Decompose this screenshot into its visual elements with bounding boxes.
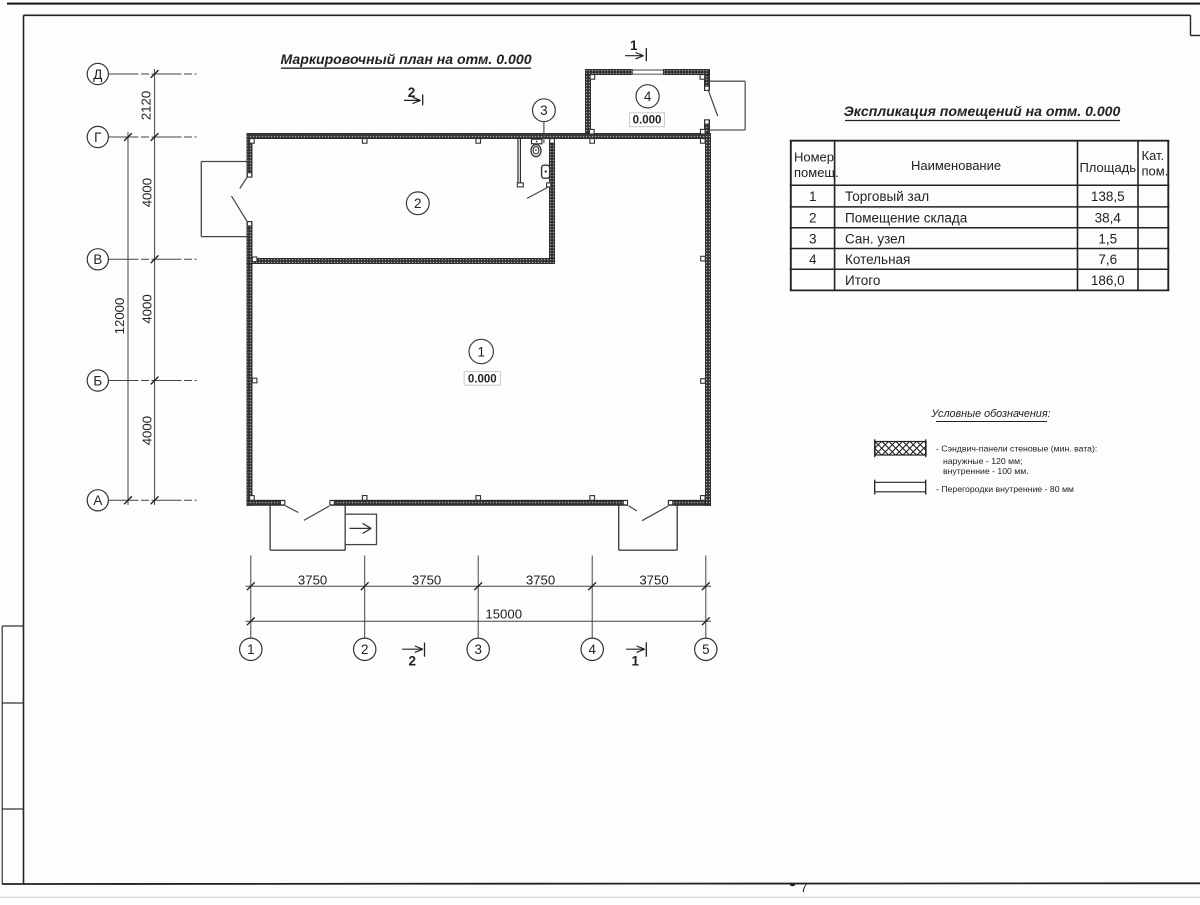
svg-text:Помещение склада: Помещение склада <box>845 211 968 226</box>
svg-text:4000: 4000 <box>140 294 155 323</box>
svg-text:138,5: 138,5 <box>1091 189 1125 204</box>
svg-text:15000: 15000 <box>485 607 522 622</box>
svg-text:2: 2 <box>408 653 416 668</box>
svg-text:4: 4 <box>644 89 652 104</box>
svg-text:2120: 2120 <box>139 91 154 120</box>
svg-text:Г: Г <box>94 130 101 145</box>
svg-text:4000: 4000 <box>140 416 155 445</box>
svg-text:3: 3 <box>540 103 548 118</box>
svg-text:А: А <box>93 493 102 508</box>
svg-text:помещ.: помещ. <box>794 165 839 180</box>
svg-text:1: 1 <box>630 38 638 53</box>
svg-text:4: 4 <box>588 642 596 657</box>
svg-text:7,6: 7,6 <box>1098 252 1117 267</box>
svg-text:2: 2 <box>361 642 368 657</box>
svg-text:1,5: 1,5 <box>1098 231 1117 246</box>
svg-text:1: 1 <box>809 189 817 204</box>
svg-text:2: 2 <box>414 196 422 211</box>
svg-text:1: 1 <box>247 642 254 657</box>
svg-text:Д: Д <box>93 67 102 82</box>
svg-text:Кат.: Кат. <box>1142 148 1165 163</box>
svg-text:В: В <box>93 252 102 267</box>
svg-text:4: 4 <box>809 252 817 267</box>
svg-text:3: 3 <box>809 231 817 246</box>
svg-text:7: 7 <box>800 880 807 895</box>
svg-text:3750: 3750 <box>412 572 441 587</box>
svg-text:0.000: 0.000 <box>633 115 662 127</box>
svg-text:- Сэндвич-панели стеновые (мин: - Сэндвич-панели стеновые (мин. вата): <box>936 444 1097 454</box>
svg-text:12000: 12000 <box>112 298 127 335</box>
svg-text:1: 1 <box>477 344 485 359</box>
svg-text:Сан. узел: Сан. узел <box>845 231 905 246</box>
svg-text:- Перегородки внутренние - 80: - Перегородки внутренние - 80 мм <box>936 484 1074 494</box>
svg-text:3750: 3750 <box>526 572 555 587</box>
svg-text:186,0: 186,0 <box>1091 273 1125 288</box>
svg-text:38,4: 38,4 <box>1095 211 1122 226</box>
svg-text:Б: Б <box>93 373 102 388</box>
svg-text:Номер: Номер <box>794 150 834 165</box>
svg-text:наружные - 120 мм;: наружные - 120 мм; <box>943 456 1022 466</box>
svg-text:Наименование: Наименование <box>911 158 1001 173</box>
svg-text:Экспликация помещений на отм.: Экспликация помещений на отм. 0.000 <box>844 103 1121 119</box>
svg-text:Условные обозначения:: Условные обозначения: <box>930 408 1050 420</box>
svg-text:4000: 4000 <box>140 178 155 207</box>
svg-text:0.000: 0.000 <box>468 373 497 385</box>
svg-text:Котельная: Котельная <box>845 252 910 267</box>
svg-text:пом.: пом. <box>1142 164 1169 179</box>
svg-text:2: 2 <box>408 85 416 100</box>
svg-text:3750: 3750 <box>298 572 327 587</box>
svg-text:внутренние - 100 мм.: внутренние - 100 мм. <box>943 466 1029 476</box>
svg-text:Площадь: Площадь <box>1079 160 1136 175</box>
svg-text:Итого: Итого <box>845 273 880 288</box>
svg-text:2: 2 <box>809 211 817 226</box>
svg-text:Маркировочный план на отм. 0.0: Маркировочный план на отм. 0.000 <box>280 51 531 67</box>
svg-text:1: 1 <box>632 653 640 668</box>
svg-text:3: 3 <box>474 642 481 657</box>
svg-text:Торговый зал: Торговый зал <box>845 189 929 204</box>
svg-text:3750: 3750 <box>639 572 668 587</box>
svg-text:5: 5 <box>702 642 709 657</box>
